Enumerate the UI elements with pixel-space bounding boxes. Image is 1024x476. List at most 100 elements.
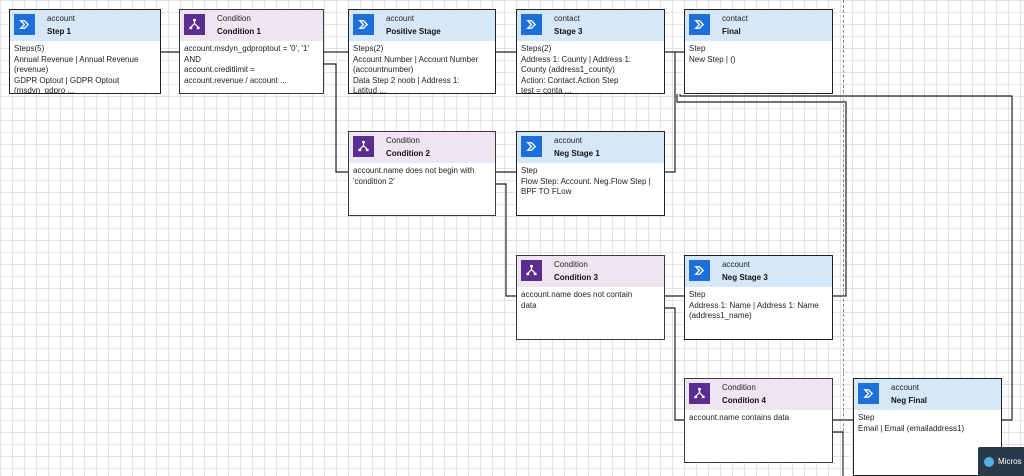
branch-condition-icon	[689, 383, 710, 404]
stage-flow-icon	[858, 383, 879, 404]
detail-line: account.name contains data	[689, 413, 790, 422]
detail-line: Steps(2)	[353, 44, 384, 53]
detail-line: Annual Revenue | Annual Revenue	[14, 54, 139, 64]
node-title: Condition 2	[386, 149, 430, 158]
detail-line: account.creditlimit =	[184, 65, 255, 74]
notification-toast[interactable]: Micros	[978, 447, 1024, 476]
node-entity: account	[386, 14, 415, 23]
detail-line: account.name does not begin with	[353, 166, 475, 175]
node-title: Step 1	[47, 27, 72, 36]
node-details: Step Address 1: Name | Address 1: Name (…	[685, 287, 832, 322]
detail-line: (msdyn_gdpro ...	[14, 86, 75, 94]
stage-flow-icon	[689, 260, 710, 281]
node-entity: Condition	[386, 136, 420, 145]
detail-line: Step	[858, 413, 875, 422]
node-entity: Condition	[722, 383, 756, 392]
node-header: account Positive Stage	[349, 10, 495, 41]
stage-node-neg-stage-3[interactable]: account Neg Stage 3 Step Address 1: Name…	[684, 255, 833, 340]
detail-line: Step	[689, 290, 706, 299]
node-details: account.msdyn_gdproptout = '0', '1' AND …	[180, 41, 323, 86]
stage-flow-icon	[521, 14, 542, 35]
detail-line: (address1_name)	[689, 311, 752, 320]
node-title: Condition 1	[217, 27, 261, 36]
stage-flow-icon	[521, 136, 542, 157]
node-entity: account	[722, 260, 751, 269]
app-logo-icon	[984, 456, 994, 467]
stage-node-neg-stage-1[interactable]: account Neg Stage 1 Step Flow Step: Acco…	[516, 131, 665, 216]
detail-line: BPF TO FLow	[521, 187, 572, 196]
node-details: account.name contains data	[685, 410, 832, 424]
node-header: Condition Condition 4	[685, 379, 832, 410]
node-title: Neg Final	[891, 396, 928, 405]
node-entity: account	[47, 14, 76, 23]
node-details: Step New Step | ()	[685, 41, 832, 65]
detail-line: (accountnumber)	[353, 65, 414, 74]
node-entity: account	[554, 136, 583, 145]
node-title: Condition 4	[722, 396, 766, 405]
condition-node-4[interactable]: Condition Condition 4 account.name conta…	[684, 378, 833, 463]
stage-flow-icon	[14, 14, 35, 35]
branch-condition-icon	[521, 260, 542, 281]
stage-node-step-1[interactable]: account Step 1 Steps(5) Annual Revenue |…	[9, 9, 161, 94]
stage-node-stage-3[interactable]: contact Stage 3 Steps(2) Address 1: Coun…	[516, 9, 665, 94]
detail-line: County (address1_county)	[521, 65, 615, 74]
toast-label: Micros	[998, 457, 1022, 466]
stage-flow-icon	[353, 14, 374, 35]
node-entity: Condition	[217, 14, 251, 23]
node-title: Final	[722, 27, 741, 36]
stage-node-neg-final[interactable]: account Neg Final Step Email | Email (em…	[853, 378, 1002, 476]
node-header: Condition Condition 1	[180, 10, 323, 41]
node-details: Step Email | Email (emailaddress1)	[854, 410, 1001, 434]
detail-line: Data Step 2 noob | Address 1:	[353, 75, 460, 85]
node-title: Condition 3	[554, 273, 598, 282]
detail-line: account.msdyn_gdproptout = '0', '1'	[184, 44, 310, 53]
stage-node-final[interactable]: contact Final Step New Step | ()	[684, 9, 833, 94]
branch-condition-icon	[353, 136, 374, 157]
node-entity: Condition	[554, 260, 588, 269]
node-details: Steps(2) Account Number | Account Number…	[349, 41, 495, 94]
node-header: contact Final	[685, 10, 832, 41]
node-details: Steps(5) Annual Revenue | Annual Revenue…	[10, 41, 160, 94]
detail-line: data	[521, 300, 537, 310]
detail-line: Steps(5)	[14, 44, 45, 53]
node-entity: contact	[722, 14, 748, 23]
condition-node-3[interactable]: Condition Condition 3 account.name does …	[516, 255, 665, 340]
node-title: Positive Stage	[386, 27, 441, 36]
node-header: account Neg Final	[854, 379, 1001, 410]
detail-line: Address 1: County | Address 1:	[521, 54, 632, 64]
detail-line: (revenue)	[14, 65, 49, 74]
branch-condition-icon	[184, 14, 205, 35]
node-details: Steps(2) Address 1: County | Address 1: …	[517, 41, 664, 94]
detail-line: Action: Contact.Action Step	[521, 75, 619, 85]
detail-line: 'condition 2'	[353, 176, 395, 186]
detail-line: Address 1: Name | Address 1: Name	[689, 300, 819, 310]
detail-line: New Step | ()	[689, 54, 736, 64]
detail-line: Email | Email (emailaddress1)	[858, 423, 965, 433]
node-entity: account	[891, 383, 920, 392]
detail-line: Steps(2)	[521, 44, 552, 53]
detail-line: Latitud ...	[353, 86, 386, 94]
node-header: account Neg Stage 1	[517, 132, 664, 163]
stage-flow-icon	[689, 14, 710, 35]
detail-line: AND	[184, 54, 201, 64]
detail-line: Account Number | Account Number	[353, 54, 479, 64]
node-header: Condition Condition 2	[349, 132, 495, 163]
detail-line: Flow Step: Account. Neg.Flow Step |	[521, 176, 651, 186]
node-details: account.name does not contain data	[517, 287, 664, 311]
detail-line: account.name does not contain	[521, 290, 633, 299]
node-header: contact Stage 3	[517, 10, 664, 41]
node-title: Neg Stage 3	[722, 273, 768, 282]
node-title: Neg Stage 1	[554, 149, 600, 158]
node-title: Stage 3	[554, 27, 583, 36]
detail-line: Step	[689, 44, 706, 53]
detail-line: account.revenue / account ...	[184, 75, 287, 85]
condition-node-1[interactable]: Condition Condition 1 account.msdyn_gdpr…	[179, 9, 324, 94]
node-details: Step Flow Step: Account. Neg.Flow Step |…	[517, 163, 664, 198]
stage-node-positive-stage[interactable]: account Positive Stage Steps(2) Account …	[348, 9, 496, 94]
detail-line: test = conta ...	[521, 86, 572, 94]
node-entity: contact	[554, 14, 580, 23]
detail-line: Step	[521, 166, 538, 175]
node-header: Condition Condition 3	[517, 256, 664, 287]
condition-node-2[interactable]: Condition Condition 2 account.name does …	[348, 131, 496, 216]
node-details: account.name does not begin with 'condit…	[349, 163, 495, 187]
